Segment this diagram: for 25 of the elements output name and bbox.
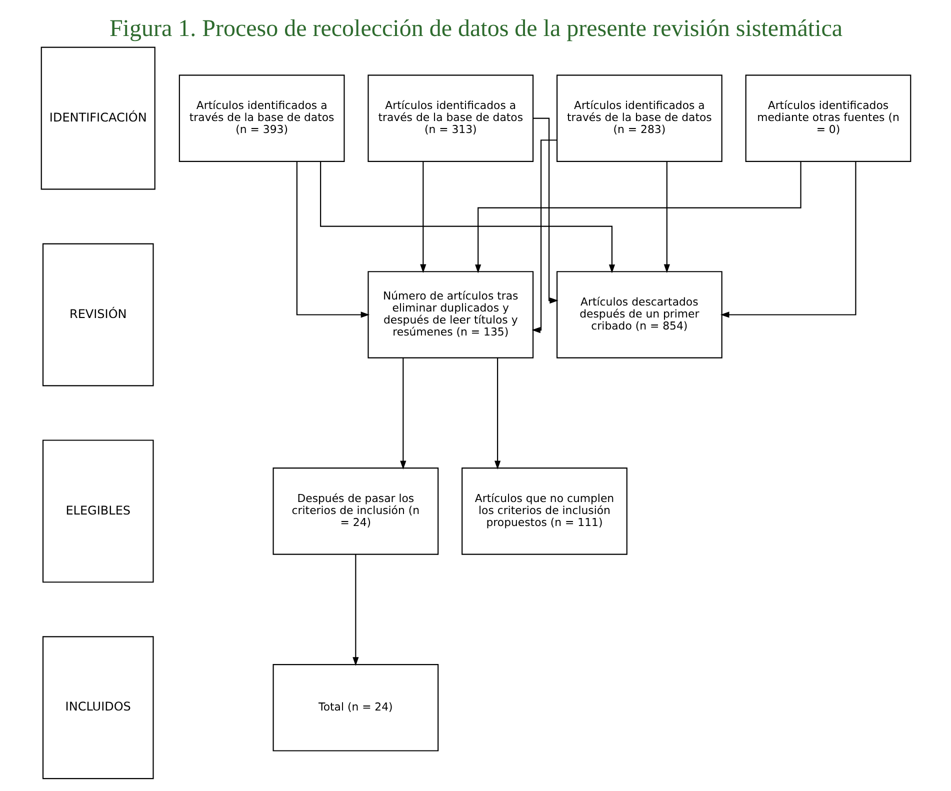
node-box: Artículos identificados a través de la base de datos (n = 283) [556, 74, 722, 162]
node-box: IDENTIFICACIÓN [40, 46, 155, 190]
node-box: Número de artículos tras eliminar duplicados y después de leer títulos y resúmenes (n = 135) [367, 271, 534, 358]
arrow [532, 118, 558, 304]
arrow [320, 162, 615, 274]
arrow [296, 161, 370, 318]
arrow [352, 554, 358, 666]
arrow [400, 358, 406, 470]
node-box: Artículos descartados después de un primer cribado (n = 854) [556, 271, 722, 358]
node-box: REVISIÓN [42, 243, 154, 386]
diagram-title: Figura 1. Proceso de recolección de datos de la presente revisión sistemática [108, 16, 842, 42]
arrow [720, 161, 856, 318]
node-box: Artículos identificados mediante otras fuentes (n = 0) [744, 74, 911, 162]
node-box: Total (n = 24) [272, 664, 438, 752]
node-box: Artículos identificados a través de la base de datos (n = 313) [367, 74, 534, 162]
node-box: Después de pasar los criterios de inclusión (n = 24) [272, 468, 438, 555]
arrow [663, 161, 670, 274]
node-box: ELEGIBLES [42, 440, 154, 583]
node-box: Artículos que no cumplen los criterios de inclusión propuestos (n = 111) [461, 468, 627, 555]
node-box: INCLUIDOS [42, 636, 154, 780]
arrow [420, 161, 426, 274]
arrow [474, 161, 801, 274]
arrow [494, 358, 500, 470]
arrow [531, 140, 556, 334]
node-box: Artículos identificados a través de la base de datos (n = 393) [178, 74, 344, 162]
